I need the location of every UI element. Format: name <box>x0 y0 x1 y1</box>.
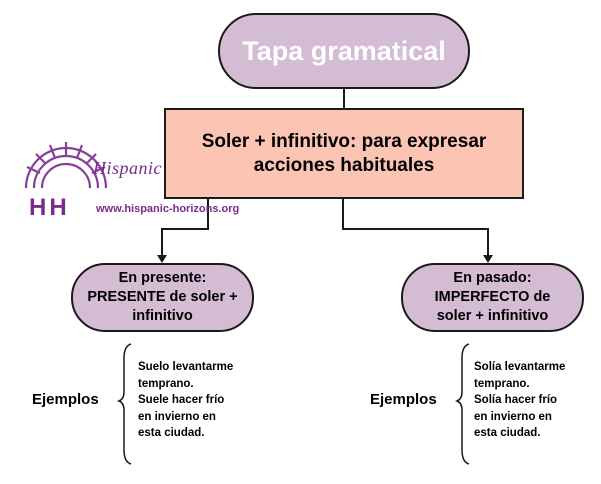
left-brace <box>116 343 132 465</box>
main-text-line-2: acciones habituales <box>253 154 435 176</box>
past-line-2: IMPERFECTO de <box>434 289 551 305</box>
past-line-3: soler + infinitivo <box>436 308 549 324</box>
main-concept-node: Soler + infinitivo: para expresar accion… <box>164 108 524 199</box>
present-line-1: En presente: <box>118 270 207 286</box>
left-example-line-4: en invierno en <box>138 410 216 423</box>
present-node: En presente: PRESENTE de soler + infinit… <box>71 263 254 332</box>
past-node: En pasado: IMPERFECTO de soler + infinit… <box>401 263 584 332</box>
watermark-initials: HH <box>29 194 70 221</box>
main-text-line-1: Soler + infinitivo: para expresar <box>201 130 487 152</box>
sunrise-icon <box>24 142 108 189</box>
right-examples: Solía levantarme temprano. Solía hacer f… <box>474 359 565 442</box>
left-examples-label: Ejemplos <box>32 391 99 408</box>
main-to-left-connector <box>161 199 209 256</box>
past-line-1: En pasado: <box>453 270 532 286</box>
right-example-line-4: en invierno en <box>474 410 552 423</box>
left-arrowhead <box>157 255 167 263</box>
present-line-2: PRESENTE de soler + <box>87 289 238 305</box>
present-line-3: infinitivo <box>132 308 193 324</box>
right-brace <box>454 343 470 465</box>
left-examples: Suelo levantarme temprano. Suele hacer f… <box>138 359 233 442</box>
right-arrowhead <box>483 255 493 263</box>
right-example-line-1: Solía levantarme <box>474 361 566 373</box>
right-examples-label: Ejemplos <box>370 391 437 408</box>
main-to-right-connector <box>342 199 489 256</box>
right-example-line-5: esta ciudad. <box>474 427 541 439</box>
left-example-line-1: Suelo levantarme <box>138 361 234 373</box>
right-example-line-3: Solía hacer frío <box>474 394 558 406</box>
title-text: Tapa gramatical <box>242 35 446 66</box>
watermark-url: www.hispanic-horizons.org <box>96 203 240 215</box>
right-example-line-2: temprano. <box>474 377 530 390</box>
left-example-line-3: Suele hacer frío <box>138 394 225 406</box>
title-node: Tapa gramatical <box>218 13 470 89</box>
left-example-line-2: temprano. <box>138 377 194 390</box>
left-example-line-5: esta ciudad. <box>138 427 205 439</box>
